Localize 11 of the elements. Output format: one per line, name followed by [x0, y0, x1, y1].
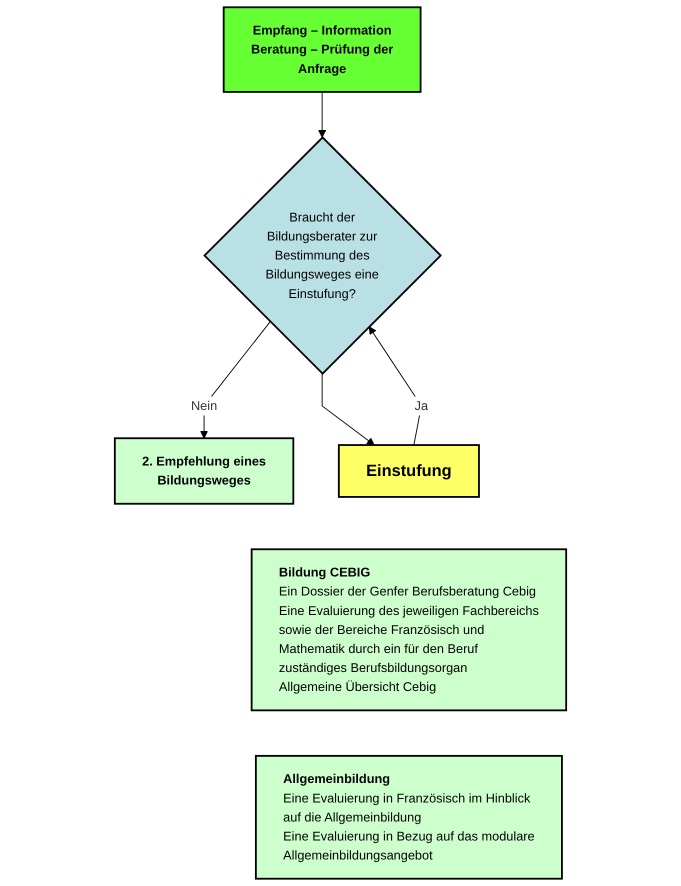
node-box: 2. Empfehlung eines Bildungsweges: [114, 437, 294, 505]
edge-label: Ja: [414, 398, 428, 413]
arrow: [368, 326, 422, 446]
arrow: [322, 373, 375, 446]
arrow: [318, 91, 326, 138]
edge-label: Nein: [190, 398, 218, 413]
node-box: Einstufung: [338, 444, 480, 498]
node-box: Allgemeinbildung Eine Evaluierung in Französisch im Hinblick auf die Allgemeinbildung Eine Evaluierung in Bezug auf das modulare Allgemeinbildungsangebot: [254, 754, 563, 880]
node-diamond: Braucht der Bildungsberater zur Bestimmung des Bildungsweges eine Einstufung?: [203, 136, 442, 375]
node-box: Bildung CEBIG Ein Dossier der Genfer Berufsberatung Cebig Eine Evaluierung des jeweiligen Fachbereichs sowie der Bereiche Französisch und Mathematik durch ein für den Beruf zuständiges Berufsbildungsorgan Allgemeine Übersicht Cebig: [250, 548, 568, 712]
node-box: Empfang – Information Beratung – Prüfung der Anfrage: [222, 6, 422, 93]
